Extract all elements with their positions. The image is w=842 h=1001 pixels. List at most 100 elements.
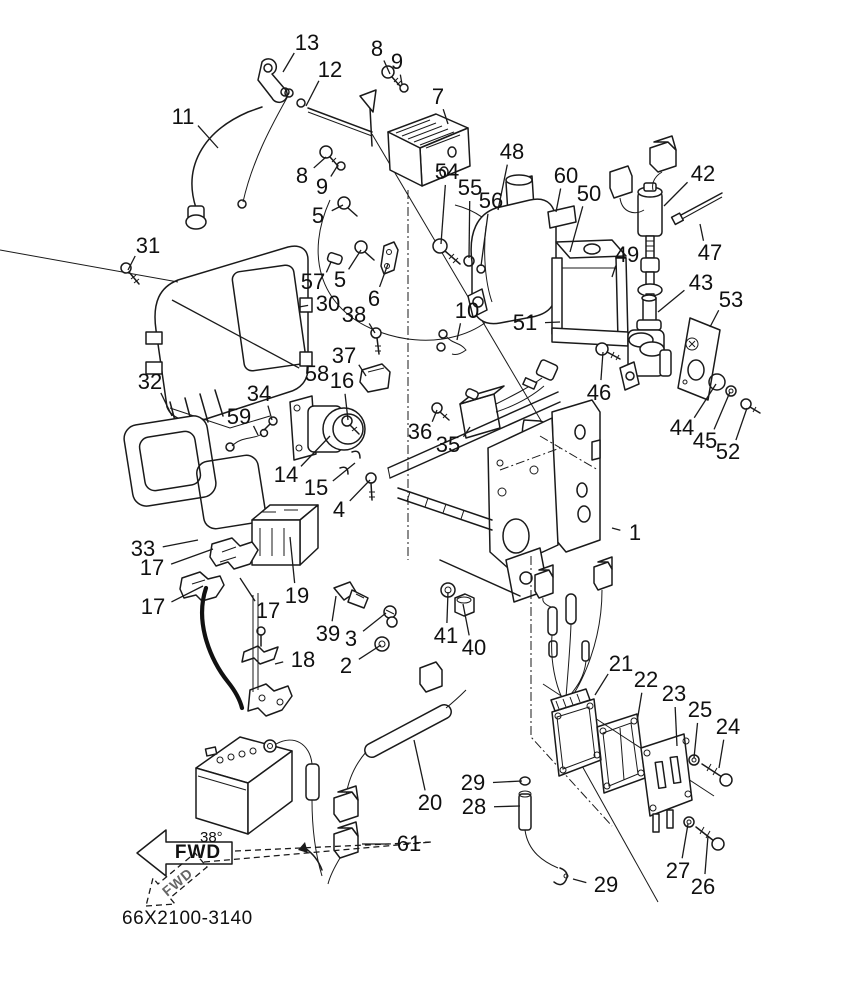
leader-line-17 — [170, 548, 214, 565]
leader-line-60 — [555, 188, 562, 213]
leader-line-19 — [289, 536, 296, 584]
leader-line-27 — [681, 823, 689, 859]
lead-10 — [436, 329, 467, 355]
leader-line-42 — [663, 181, 689, 207]
callout-58: 58 — [304, 361, 330, 386]
fuse-holder-17-a — [209, 537, 259, 570]
leader-line-5 — [348, 249, 362, 270]
leader-line-35 — [462, 426, 471, 438]
battery-12v — [195, 736, 323, 877]
bracket-6 — [380, 241, 399, 275]
leader-line-53 — [709, 309, 720, 328]
callout-61: 61 — [396, 831, 422, 856]
callout-26: 26 — [690, 874, 716, 899]
callout-29: 29 — [460, 770, 486, 795]
callout-7: 7 — [431, 84, 445, 109]
callout-35: 35 — [435, 432, 461, 457]
leader-line-5 — [331, 204, 344, 212]
leader-line-21 — [594, 673, 609, 696]
leader-line-20 — [413, 739, 426, 791]
leader-line-17 — [239, 577, 256, 602]
callout-38: 38 — [341, 302, 367, 327]
leader-line-8 — [383, 60, 391, 75]
valve-43 — [619, 294, 672, 391]
leader-line-1 — [611, 527, 621, 531]
ring-terminal-2 — [374, 636, 390, 652]
callout-9: 9 — [390, 49, 404, 74]
leader-line-24 — [718, 739, 725, 769]
callout-54: 54 — [434, 159, 460, 184]
harness-20 — [345, 661, 467, 797]
leader-line-47 — [699, 223, 705, 241]
leader-line-29 — [572, 878, 587, 884]
damper-57 — [326, 252, 343, 265]
leader-line-29 — [492, 780, 523, 784]
callout-28: 28 — [461, 794, 487, 819]
leader-line-33 — [162, 539, 199, 548]
leader-line-57 — [325, 261, 332, 273]
leader-line-9 — [330, 164, 339, 177]
leader-line-32 — [160, 392, 173, 417]
reed-cover-21 — [550, 688, 602, 777]
leader-line-25 — [693, 722, 699, 759]
callout-13: 13 — [294, 30, 320, 55]
callout-33: 33 — [130, 536, 156, 561]
washer-27 — [683, 816, 695, 828]
cover-panel-30 — [0, 245, 313, 433]
callout-60: 60 — [553, 163, 579, 188]
clamp-18 — [241, 626, 293, 717]
callout-46: 46 — [586, 380, 612, 405]
grommet-cover-32 — [123, 415, 217, 507]
leader-line-8 — [313, 156, 327, 169]
leader-line-39 — [331, 595, 337, 622]
callout-16: 16 — [329, 368, 355, 393]
callout-49: 49 — [614, 242, 640, 267]
callout-1: 1 — [628, 520, 642, 545]
callout-56: 56 — [478, 188, 504, 213]
callout-40: 40 — [461, 635, 487, 660]
bracket-49-51 — [551, 239, 629, 347]
callout-19: 19 — [284, 583, 310, 608]
leader-line-55 — [468, 200, 471, 259]
tank-48 — [467, 174, 557, 325]
leader-line-45 — [713, 391, 731, 430]
callout-59: 59 — [226, 404, 252, 429]
fwd-arrow — [136, 829, 233, 877]
leader-line-43 — [657, 289, 685, 313]
leader-line-28 — [493, 805, 521, 808]
callout-11: 11 — [171, 104, 195, 129]
angle-annotation — [203, 841, 433, 871]
leader-line-13 — [282, 52, 295, 73]
tag-60 — [547, 205, 577, 229]
callout-37: 37 — [331, 343, 357, 368]
bolt-8-top — [381, 65, 402, 87]
callout-17: 17 — [255, 598, 281, 623]
callout-8: 8 — [370, 36, 384, 61]
bolt-26 — [695, 826, 725, 851]
leader-line-7 — [442, 108, 449, 125]
callout-8: 8 — [295, 163, 309, 188]
leader-line-51 — [544, 321, 561, 324]
leader-line-17 — [171, 585, 204, 603]
callout-20: 20 — [417, 790, 443, 815]
callout-4: 4 — [332, 497, 346, 522]
leader-line-50 — [569, 206, 584, 253]
leader-line-48 — [497, 164, 508, 211]
leader-line-18 — [274, 661, 284, 665]
leader-line-12 — [305, 80, 320, 107]
battery-cable-thick — [200, 585, 259, 711]
leader-line-11 — [197, 125, 219, 149]
callout-25: 25 — [687, 697, 713, 722]
leader-line-58 — [171, 299, 300, 369]
leader-line-26 — [704, 835, 709, 875]
callout-47: 47 — [697, 240, 723, 265]
callout-31: 31 — [135, 233, 161, 258]
pin-47 — [670, 192, 723, 226]
callout-50: 50 — [576, 181, 602, 206]
sensor-39 — [333, 581, 369, 609]
starter-relay-14 — [289, 395, 366, 461]
callout-18: 18 — [290, 647, 316, 672]
leader-line-31 — [127, 255, 136, 271]
callout-3: 3 — [344, 626, 358, 651]
